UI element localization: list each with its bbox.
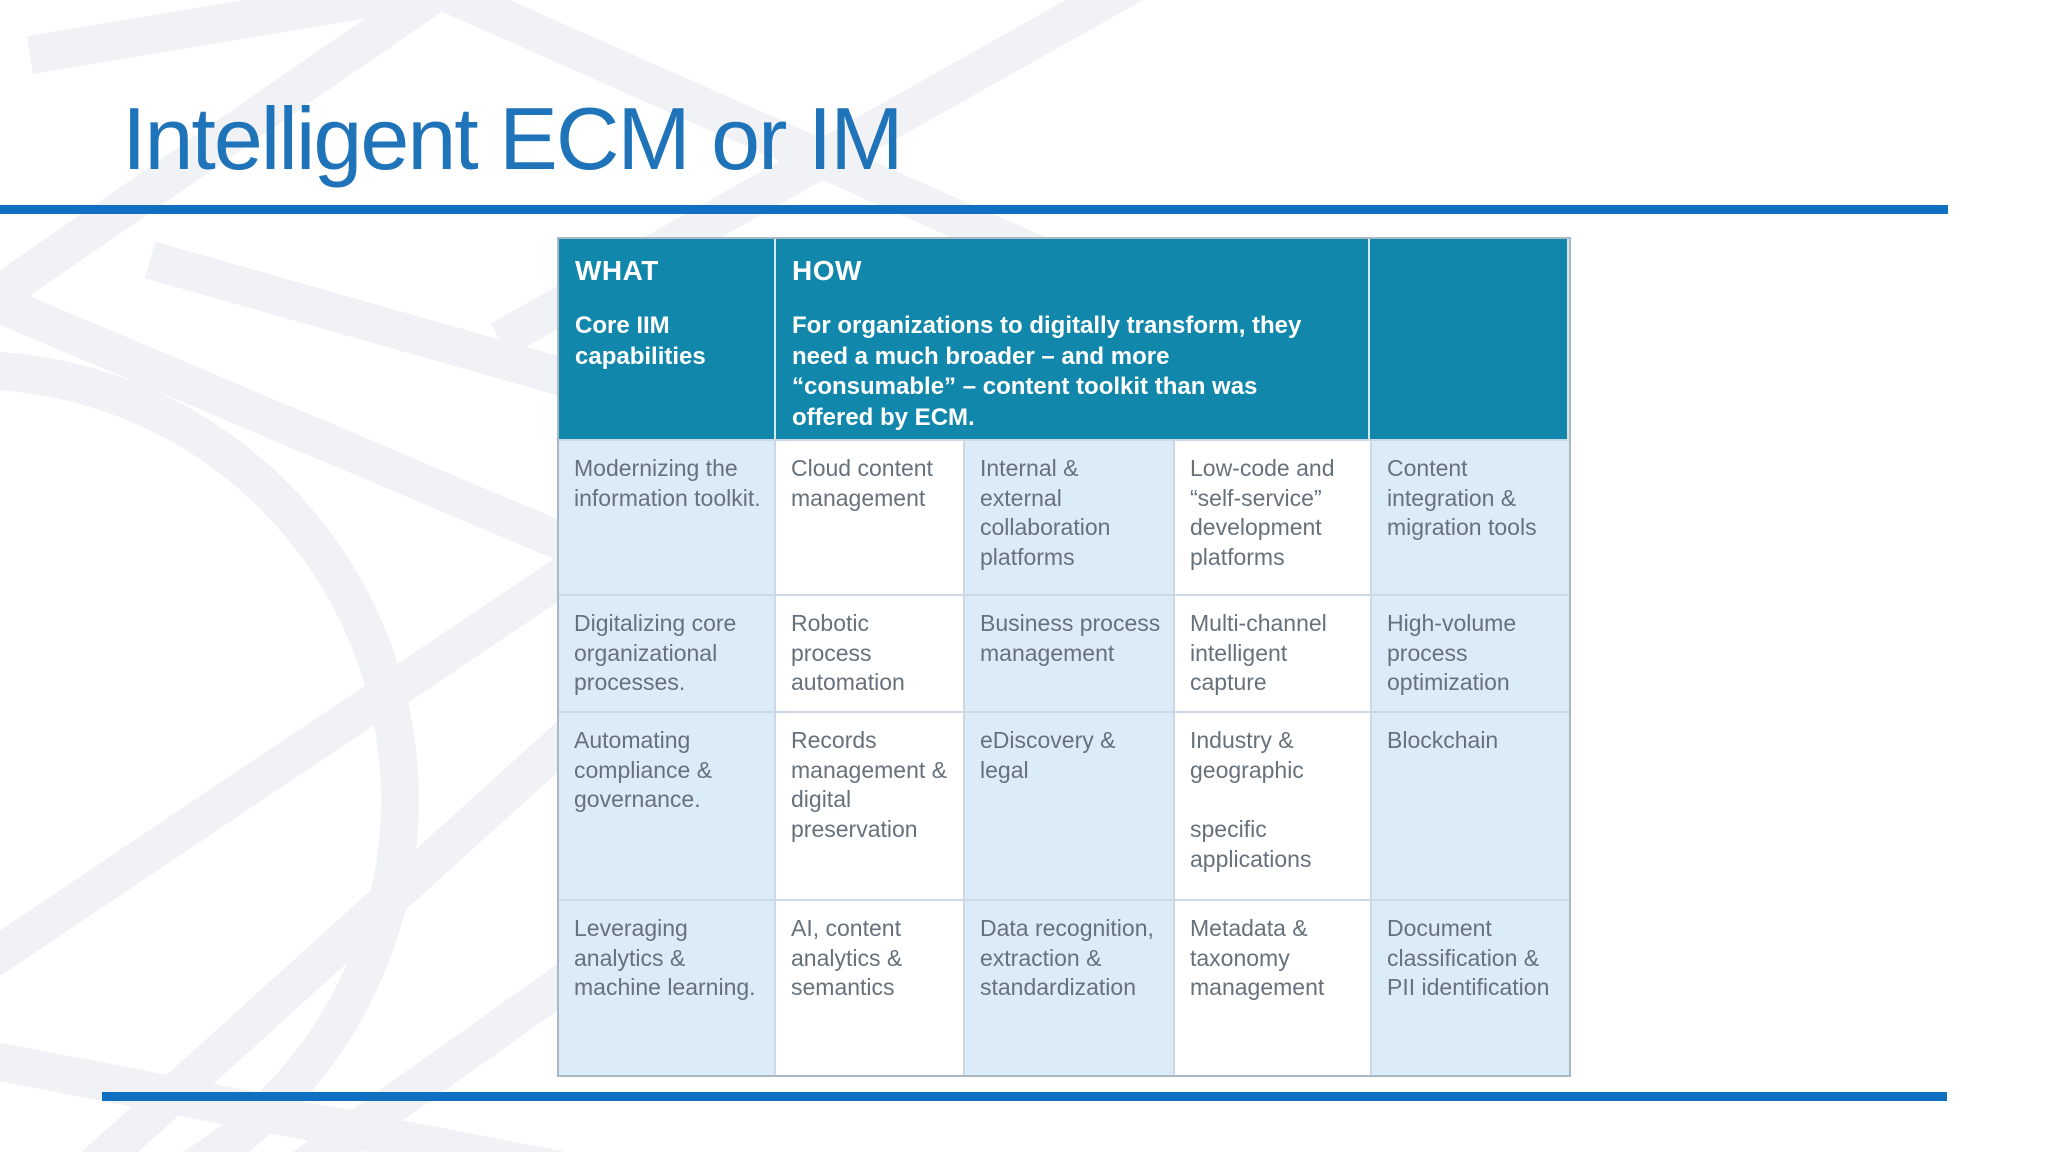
what-label: WHAT <box>575 255 659 286</box>
watermark-circle <box>0 352 419 1152</box>
table-body: Modernizing the information toolkit. Clo… <box>559 441 1569 1075</box>
table-cell: Digitalizing core organizational process… <box>559 596 774 711</box>
watermark-line <box>26 0 454 74</box>
table-cell: Business process management <box>965 596 1173 711</box>
table-cell: Records management & digital preservatio… <box>776 713 963 899</box>
table-cell: Modernizing the information toolkit. <box>559 441 774 594</box>
watermark-line <box>0 1042 564 1152</box>
header-cell-empty <box>1370 239 1567 439</box>
table-cell: Data recognition, extraction & standardi… <box>965 901 1173 1075</box>
slide-title: Intelligent ECM or IM <box>122 89 904 188</box>
table-cell: Document classification & PII identifica… <box>1372 901 1569 1075</box>
table-cell: Robotic process automation <box>776 596 963 711</box>
table-cell: Industry & geographic specific applicati… <box>1175 713 1370 899</box>
table-cell: Multi-channel intelligent capture <box>1175 596 1370 711</box>
iim-capabilities-table: WHAT Core IIM capabilities HOW For organ… <box>557 237 1571 1077</box>
table-cell: Cloud content management <box>776 441 963 594</box>
footer-divider-line <box>102 1092 1947 1101</box>
table-header-row: WHAT Core IIM capabilities HOW For organ… <box>559 239 1569 439</box>
table-cell: AI, content analytics & semantics <box>776 901 963 1075</box>
header-cell-how: HOW For organizations to digitally trans… <box>776 239 1368 439</box>
table-cell: Blockchain <box>1372 713 1569 899</box>
table-cell: Automating compliance & governance. <box>559 713 774 899</box>
table-cell: eDiscovery & legal <box>965 713 1173 899</box>
table-cell: Internal & external collaboration platfo… <box>965 441 1173 594</box>
what-subtitle: Core IIM capabilities <box>575 312 706 370</box>
table-cell: Content integration & migration tools <box>1372 441 1569 594</box>
table-cell: Leveraging analytics & machine learning. <box>559 901 774 1075</box>
table-cell: Metadata & taxonomy management <box>1175 901 1370 1075</box>
table-cell: High-volume process optimization <box>1372 596 1569 711</box>
title-divider-line <box>0 205 1948 214</box>
how-label: HOW <box>792 255 862 286</box>
header-cell-what: WHAT Core IIM capabilities <box>559 239 774 439</box>
how-description: For organizations to digitally transform… <box>792 312 1302 432</box>
table-cell: Low-code and “self-service” development … <box>1175 441 1370 594</box>
